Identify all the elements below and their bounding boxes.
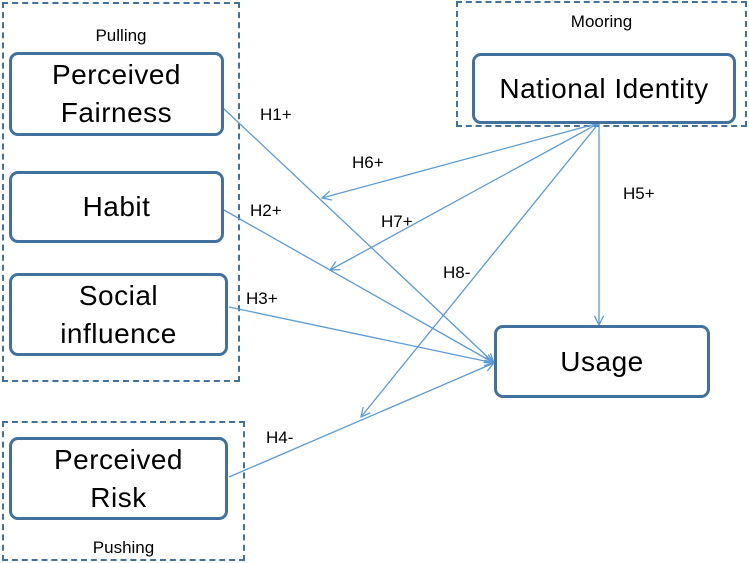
- perceived-fairness-node: Perceived Fairness: [9, 52, 224, 136]
- habit-node: Habit: [9, 171, 224, 243]
- arrow-h1: [222, 107, 494, 363]
- arrow-h6: [322, 122, 600, 198]
- arrow-h7: [330, 122, 600, 270]
- arrow-h2: [223, 209, 494, 363]
- h2-label: H2+: [250, 201, 282, 220]
- social-influence-node: Social influence: [9, 273, 228, 356]
- arrow-h4: [228, 363, 494, 478]
- h3-label: H3+: [246, 289, 278, 308]
- pulling-group: [2, 2, 240, 382]
- h4-label: H4-: [266, 428, 294, 447]
- h8-label: H8-: [443, 263, 471, 282]
- pushing-group: [2, 421, 245, 561]
- h6-label: H6+: [352, 153, 384, 172]
- mooring-group: [456, 1, 747, 127]
- h5-label: H5+: [623, 184, 655, 203]
- pushing-group-label: Pushing: [92, 538, 155, 557]
- h7-label: H7+: [381, 212, 413, 231]
- usage-node: Usage: [494, 325, 710, 398]
- arrow-h8: [361, 122, 600, 417]
- h1-label: H1+: [260, 105, 292, 124]
- national-identity-node: National Identity: [472, 53, 736, 124]
- pulling-group-label: Pulling: [95, 26, 147, 45]
- mooring-group-label: Mooring: [570, 12, 633, 31]
- perceived-risk-node: Perceived Risk: [9, 437, 228, 520]
- arrow-h3: [228, 306, 494, 363]
